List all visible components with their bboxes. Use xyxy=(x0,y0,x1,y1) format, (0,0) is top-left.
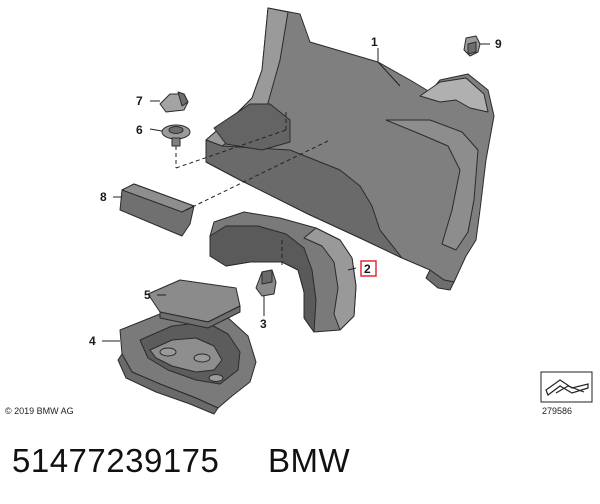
callout-9: 9 xyxy=(495,37,502,51)
callout-5: 5 xyxy=(144,288,151,302)
diagram-number: 279586 xyxy=(542,406,573,416)
part-7-clip-cap xyxy=(159,91,189,113)
callout-3: 3 xyxy=(260,317,267,331)
part-4-storage-tray xyxy=(117,307,257,415)
part-9-bracket-clip xyxy=(463,35,481,57)
brand-name: BMW xyxy=(268,442,351,479)
leader-lines xyxy=(102,43,490,342)
part-3-clip xyxy=(255,269,277,297)
copyright-text: © 2019 BMW AG xyxy=(5,406,74,416)
part-1-trunk-side-trim xyxy=(205,7,495,291)
part-5-tray-lid xyxy=(147,279,241,329)
part-2-wheel-arch-cover xyxy=(209,211,357,333)
callouts: 1 2 3 4 5 6 7 8 9 xyxy=(89,35,502,348)
callout-7: 7 xyxy=(136,94,143,108)
part-8-insert-panel xyxy=(119,183,195,237)
diagram-reference-icon xyxy=(540,371,593,403)
callout-6: 6 xyxy=(136,123,143,137)
callout-4: 4 xyxy=(89,334,96,348)
callout-1: 1 xyxy=(371,35,378,49)
part-number: 51477239175 xyxy=(12,442,220,479)
callout-2-highlight-box xyxy=(360,260,377,277)
callout-2: 2 xyxy=(364,262,371,276)
callout-8: 8 xyxy=(100,190,107,204)
part-6-round-clip xyxy=(161,124,191,147)
